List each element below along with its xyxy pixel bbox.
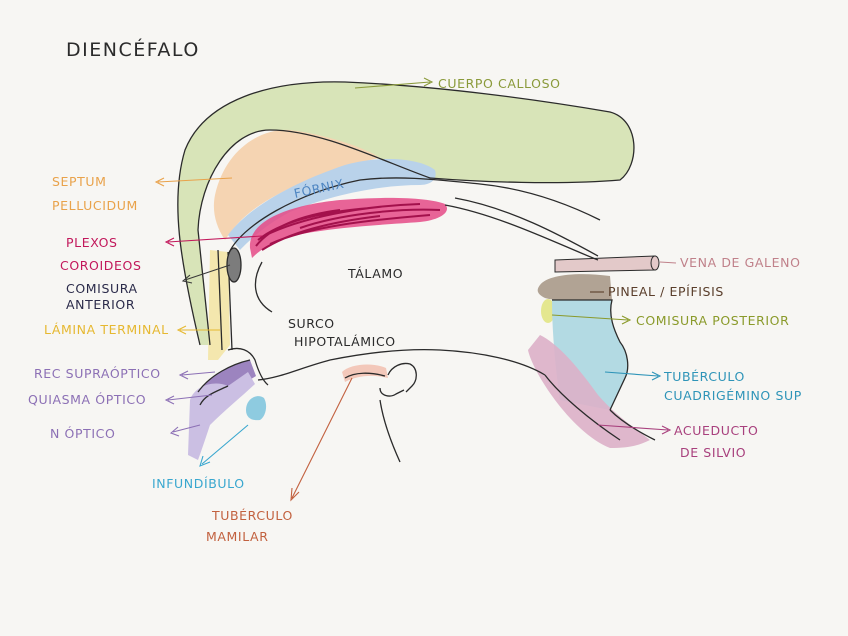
label-tuberculo-mamilar-1: TUBÉRCULO	[211, 508, 293, 523]
label-quiasma-optico: QUIASMA ÓPTICO	[28, 392, 146, 407]
label-cuadrigemino-2: CUADRIGÉMINO SUP	[664, 388, 802, 403]
arrow-plexos	[164, 235, 263, 247]
label-acueducto-1: ACUEDUCTO	[674, 423, 758, 438]
septum-pellucidum-region	[213, 129, 380, 240]
label-tuberculo-mamilar-2: MAMILAR	[206, 529, 269, 544]
label-comisura-posterior: COMISURA POSTERIOR	[636, 313, 789, 328]
label-septum-2: PELLUCIDUM	[52, 198, 138, 213]
arrow-cuerpo-calloso	[354, 77, 434, 89]
vein-of-galen-end	[650, 255, 660, 271]
label-cuadrigemino-1: TUBÉRCULO	[663, 369, 745, 384]
diagram-title: DIENCÉFALO	[66, 38, 200, 61]
arrow-tuberculo-mamilar	[290, 377, 353, 502]
label-vena-galeno: VENA DE GALENO	[680, 255, 801, 270]
vein-of-galen-region	[554, 255, 660, 273]
arrow-infundibulo	[199, 424, 249, 467]
optic-chiasm-region	[188, 372, 255, 460]
arrow-vena-galeno	[659, 261, 677, 264]
arrow-septum	[154, 177, 233, 187]
label-comisura-anterior-2: ANTERIOR	[66, 297, 135, 312]
arrow-quiasma	[164, 394, 213, 405]
label-surco-1: SURCO	[288, 316, 335, 331]
label-plexos-2: COROIDEOS	[60, 258, 141, 273]
label-cuerpo-calloso: CUERPO CALLOSO	[438, 76, 561, 91]
infundibulum-region	[246, 396, 267, 421]
arrow-n-optico	[169, 424, 201, 437]
lamina-terminalis-region	[208, 250, 230, 360]
pineal-region	[537, 274, 612, 302]
leader-lines	[154, 77, 677, 502]
choroid-plexus-region	[249, 197, 448, 258]
outline-strokes	[177, 81, 656, 463]
label-pineal: PINEAL / EPÍFISIS	[608, 284, 724, 299]
arrow-comisura-posterior	[551, 314, 632, 325]
label-septum-1: SEPTUM	[52, 174, 107, 189]
label-surco-2: HIPOTALÁMICO	[294, 334, 396, 349]
fornix-region	[228, 158, 436, 250]
posterior-commissure-region	[541, 299, 555, 323]
label-talamo: TÁLAMO	[347, 266, 403, 281]
arrow-acueducto	[597, 424, 672, 435]
cerebral-aqueduct-region	[528, 335, 650, 448]
corpus-callosum-region	[177, 81, 634, 345]
arrow-comisura-anterior	[181, 264, 231, 284]
arrow-lamina	[176, 325, 220, 335]
arrow-cuadrigemino	[604, 371, 662, 381]
label-n-optico: N ÓPTICO	[50, 426, 115, 441]
label-infundibulo: INFUNDÍBULO	[152, 476, 245, 491]
label-rec-supraoptico: REC SUPRAÓPTICO	[34, 366, 161, 381]
arrow-rec-supra	[178, 370, 216, 380]
label-plexos-1: PLEXOS	[66, 235, 118, 250]
label-comisura-anterior-1: COMISURA	[66, 281, 138, 296]
label-acueducto-2: DE SILVIO	[680, 445, 746, 460]
label-lamina-terminal: LÁMINA TERMINAL	[44, 322, 169, 337]
